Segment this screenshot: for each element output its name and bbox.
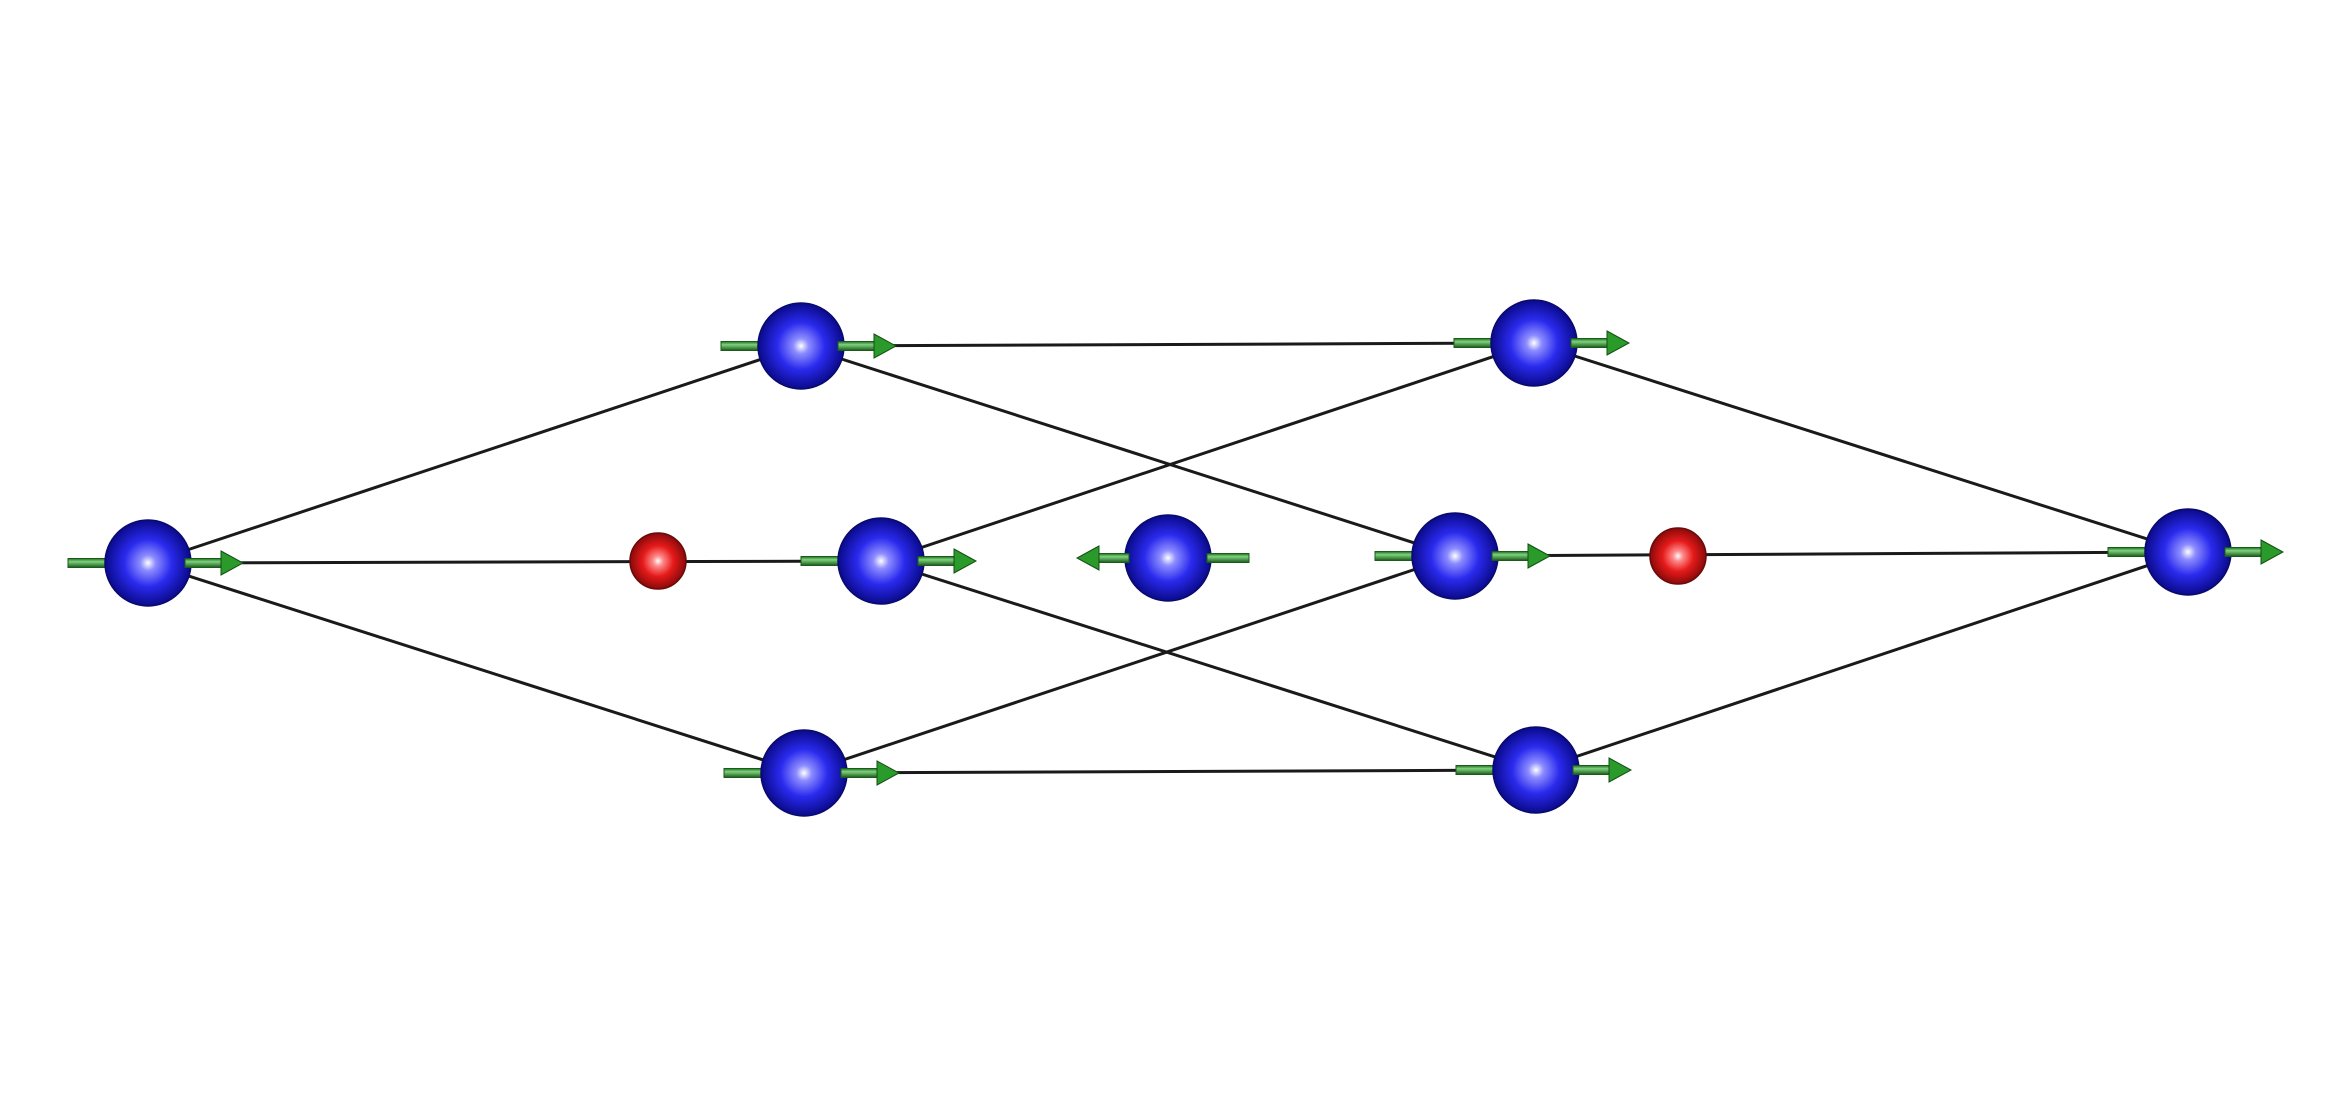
blue-atom-A4 bbox=[837, 517, 925, 605]
spin-arrow-head bbox=[873, 333, 898, 359]
bond-A1-A3 bbox=[147, 561, 805, 775]
red-atom-R2 bbox=[1649, 527, 1707, 585]
spin-arrow-shaft bbox=[2224, 547, 2262, 557]
blue-atom-sphere bbox=[1124, 514, 1212, 602]
blue-atom-sphere bbox=[2144, 508, 2232, 596]
spin-arrow-head bbox=[1608, 757, 1633, 783]
spin-arrow-shaft bbox=[1572, 765, 1610, 775]
spin-arrow-head bbox=[220, 550, 245, 576]
blue-atom-A10 bbox=[2144, 508, 2232, 596]
spin-arrow-shaft bbox=[917, 556, 955, 566]
bond-A1-A2 bbox=[147, 344, 802, 565]
spin-arrow-head bbox=[1606, 330, 1631, 356]
spin-arrow-shaft bbox=[1570, 338, 1608, 348]
blue-atom-sphere bbox=[760, 729, 848, 817]
blue-atom-sphere bbox=[1490, 299, 1578, 387]
atoms-layer bbox=[104, 299, 2232, 817]
blue-atom-sphere bbox=[837, 517, 925, 605]
spin-arrow-shaft bbox=[184, 558, 222, 568]
bond-A4-A7 bbox=[880, 341, 1535, 563]
spin-arrow-head-layer bbox=[184, 330, 2285, 786]
red-atom-R1 bbox=[629, 532, 687, 590]
bond-A3-A8 bbox=[803, 768, 1537, 775]
blue-atom-A2 bbox=[757, 302, 845, 390]
bond-A8-A10 bbox=[1535, 550, 2189, 772]
blue-atom-sphere bbox=[1492, 726, 1580, 814]
spin-arrow-head bbox=[2260, 539, 2285, 565]
bond-A1-A4 bbox=[147, 559, 882, 565]
spin-arrow-head bbox=[953, 548, 978, 574]
spin-arrow-shaft bbox=[837, 341, 875, 351]
red-atom-sphere bbox=[629, 532, 687, 590]
spin-arrow-shaft bbox=[1098, 553, 1130, 563]
blue-atom-A5 bbox=[1124, 514, 1212, 602]
bond-A2-A6 bbox=[800, 344, 1456, 558]
blue-atom-A7 bbox=[1490, 299, 1578, 387]
bond-A7-A10 bbox=[1533, 341, 2189, 554]
spin-arrow-tail-front bbox=[1206, 553, 1250, 563]
blue-atom-A8 bbox=[1492, 726, 1580, 814]
bond-A2-A7 bbox=[800, 341, 1535, 348]
spin-arrow-head bbox=[876, 760, 901, 786]
blue-atom-A6 bbox=[1411, 512, 1499, 600]
red-atom-sphere bbox=[1649, 527, 1707, 585]
spin-arrow-shaft bbox=[840, 768, 878, 778]
spin-arrow-shaft bbox=[1491, 551, 1529, 561]
spin-arrow-head bbox=[1527, 543, 1552, 569]
blue-atom-sphere bbox=[757, 302, 845, 390]
bond-A3-A6 bbox=[803, 554, 1456, 775]
spin-arrow-head bbox=[1075, 545, 1100, 571]
blue-atom-A3 bbox=[760, 729, 848, 817]
blue-atom-sphere bbox=[1411, 512, 1499, 600]
bond-A4-A8 bbox=[880, 559, 1537, 772]
bonds-layer bbox=[147, 341, 2189, 775]
blue-atom-A1 bbox=[104, 519, 192, 607]
bond-A6-A10 bbox=[1454, 550, 2189, 558]
blue-atom-sphere bbox=[104, 519, 192, 607]
